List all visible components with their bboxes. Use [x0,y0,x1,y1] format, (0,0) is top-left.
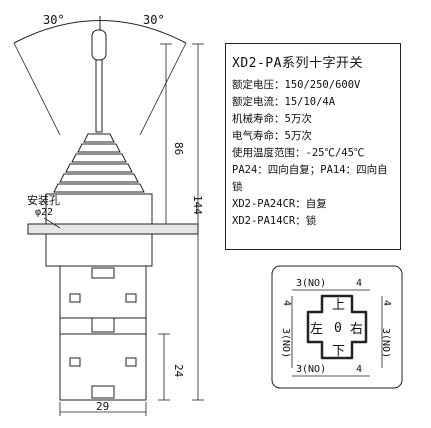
dimension-29: 29 [59,400,147,416]
dimension-144-label: 144 [191,195,204,215]
angle-right-label: 30° [143,13,165,27]
spec-box: XD2-PA系列十字开关 额定电压：150/250/600V 额定电流：15/1… [225,43,401,250]
dimension-24: 24 [158,333,185,401]
direction-left: 左 [310,322,323,337]
spec-temperature-range: 使用温度范围：-25℃/45℃ [232,147,365,159]
bottom-nc-label: 4 [356,364,362,375]
spec-variants: PA24：四向自复；PA14：四向自锁 [232,164,388,193]
joystick-lever [91,29,107,133]
mount-hole-dia: φ22 [35,207,53,218]
center-position: 0 [334,321,342,336]
direction-up: 上 [332,298,345,313]
top-no-label: 3(NO) [296,278,326,289]
spec-rated-voltage: 额定电压：150/250/600V [232,79,361,91]
mounting-bezel [27,193,199,267]
rubber-boot [53,133,145,193]
direction-down: 下 [332,344,345,359]
dimension-144: 144 [191,43,204,401]
spec-rated-current: 额定电流：15/10/4A [232,96,336,108]
angle-left-label: 30° [43,13,65,27]
direction-right: 右 [350,322,363,337]
spec-title: XD2-PA系列十字开关 [232,56,363,71]
dimension-29-label: 29 [96,400,109,413]
top-nc-label: 4 [356,278,362,289]
spec-pa14cr: XD2-PA14CR：锁 [232,215,317,227]
contact-arrangement-diagram: 上 下 左 右 0 3(NO) 4 3(NO) 4 4 3(NO) 4 3(NO… [271,265,403,389]
spec-mechanical-life: 机械寿命：5万次 [232,113,312,125]
contact-block-lower [59,333,147,401]
left-no-label: 3(NO) [280,328,291,358]
contact-block-upper [59,265,147,335]
mount-hole-callout: 安装孔 φ22 [27,193,61,229]
bottom-no-label: 3(NO) [296,364,326,375]
mount-hole-label: 安装孔 [27,193,60,207]
dimension-86: 86 [160,43,185,225]
dimension-24-label: 24 [172,364,185,378]
spec-electrical-life: 电气寿命：5万次 [232,130,312,142]
left-nc-label: 4 [281,300,292,306]
tilt-angle-indicator: 30° 30° [13,13,187,136]
right-no-label: 3(NO) [380,328,391,358]
dimension-86-label: 86 [172,142,185,155]
spec-pa24cr: XD2-PA24CR：自复 [232,198,327,210]
right-nc-label: 4 [381,300,392,306]
